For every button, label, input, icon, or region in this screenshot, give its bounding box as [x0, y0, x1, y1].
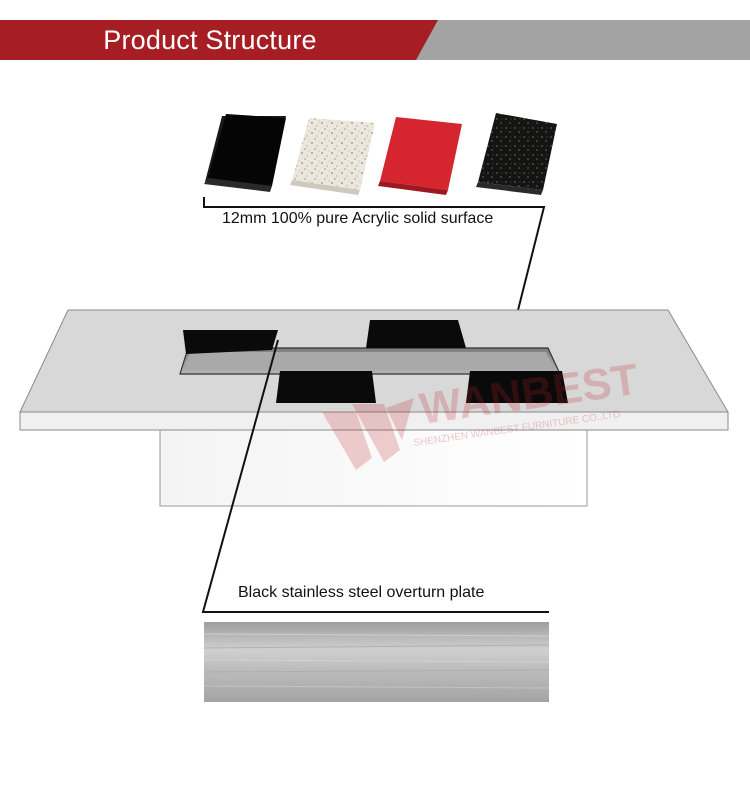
- stainless-steel-sample: [203, 622, 550, 702]
- header-red-band: [0, 20, 438, 60]
- acrylic-surface-caption: 12mm 100% pure Acrylic solid surface: [222, 210, 494, 227]
- overturn-plate-front-left: [276, 371, 376, 403]
- overturn-plate-back: [366, 320, 466, 348]
- overturn-plate-caption: Black stainless steel overturn plate: [238, 584, 485, 601]
- overturn-plate-front-right: [466, 371, 568, 403]
- overturn-plate-open: [183, 330, 278, 354]
- red-swatch: [378, 117, 462, 195]
- page-title: Product Structure: [103, 25, 317, 55]
- table-leg: [159, 429, 588, 507]
- header-banner: [0, 20, 750, 60]
- bottom-leader-line: [201, 339, 549, 613]
- watermark-logo: [322, 398, 414, 470]
- top-leader-line: [203, 197, 546, 343]
- black-sparkle-swatch: [476, 113, 557, 195]
- black-swatch: [204, 114, 286, 192]
- white-terrazzo-swatch: [290, 118, 375, 195]
